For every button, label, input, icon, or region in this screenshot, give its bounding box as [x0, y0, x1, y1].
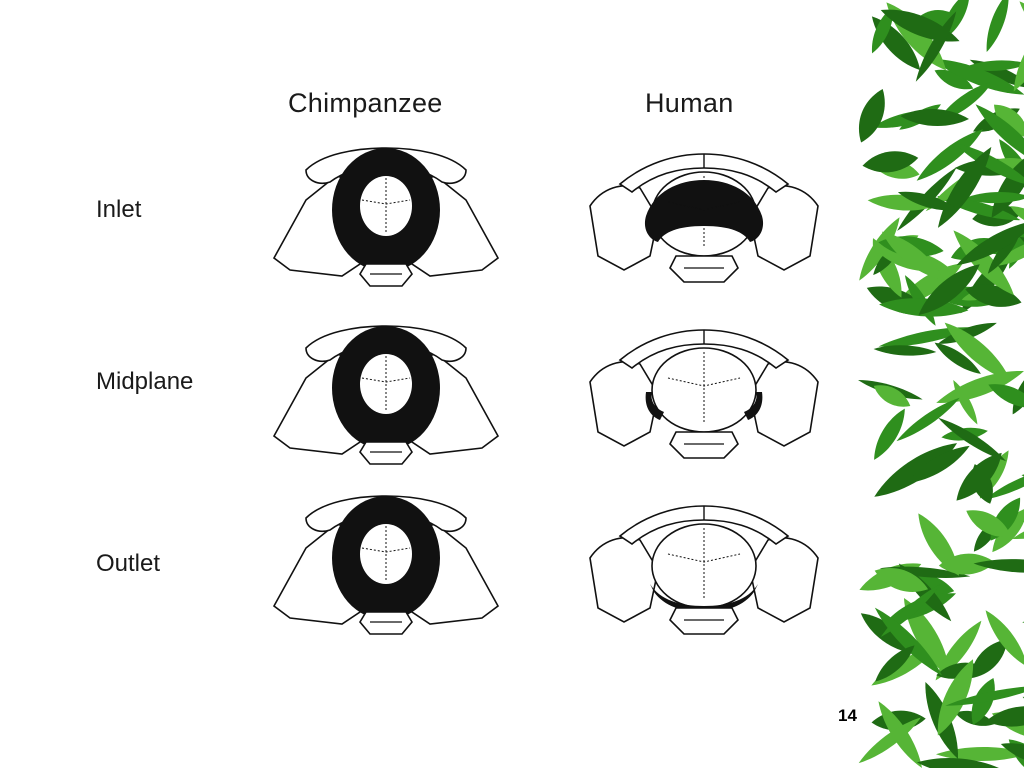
bamboo-leaf — [874, 568, 929, 592]
bamboo-leaf — [916, 757, 1006, 768]
human-outlet-figure — [589, 505, 819, 635]
bamboo-leaf — [985, 610, 1024, 667]
bamboo-leaves-decoration — [858, 0, 1024, 768]
bamboo-leaf — [993, 104, 1024, 137]
bamboo-leaf — [986, 706, 1024, 727]
bamboo-leaf — [966, 510, 1012, 538]
bamboo-leaf — [937, 659, 974, 736]
bamboo-leaf — [985, 468, 1024, 500]
bamboo-leaf — [916, 129, 983, 181]
bamboo-leaf — [897, 191, 958, 211]
bamboo-leaf — [918, 264, 980, 315]
bamboo-leaf — [963, 192, 1024, 204]
human-midplane-figure — [589, 329, 819, 459]
bamboo-leaf — [934, 69, 974, 90]
bamboo-leaf — [874, 607, 943, 676]
chimpanzee-pelvis-drawing — [272, 147, 500, 287]
human-pelvis-drawing — [589, 505, 819, 635]
bamboo-leaf — [992, 507, 1024, 553]
human-pelvis-drawing — [589, 153, 819, 283]
bamboo-leaf — [970, 639, 1008, 679]
row-label-inlet: Inlet — [96, 196, 142, 223]
bamboo-leaf — [874, 443, 958, 497]
bamboo-leaf — [938, 553, 996, 575]
bamboo-leaf — [875, 645, 915, 682]
bamboo-leaf — [872, 6, 894, 54]
bamboo-leaf — [915, 11, 957, 82]
bamboo-leaf — [858, 717, 921, 764]
bamboo-leaf — [988, 384, 1024, 408]
bamboo-leaf — [956, 452, 1002, 501]
row-label-outlet: Outlet — [96, 550, 161, 577]
chimpanzee-inlet-figure — [272, 147, 500, 287]
bamboo-leaf — [993, 237, 1024, 267]
chimpanzee-pelvis-drawing — [272, 495, 500, 635]
bamboo-leaf — [900, 109, 969, 127]
bamboo-leaf — [936, 371, 1024, 403]
bamboo-leaf — [938, 417, 1007, 462]
bamboo-leaf — [953, 230, 1014, 296]
bamboo-leaf — [1010, 206, 1024, 227]
bamboo-leaf — [986, 0, 1009, 53]
bamboo-leaf — [874, 408, 905, 460]
human-pelvis-drawing — [589, 329, 819, 459]
bamboo-leaf — [934, 342, 981, 374]
chimpanzee-midplane-figure — [272, 325, 500, 465]
bamboo-leaf — [873, 345, 937, 356]
human-inlet-figure — [589, 153, 819, 283]
chimpanzee-outlet-figure — [272, 495, 500, 635]
bamboo-leaf — [1019, 1, 1024, 44]
bamboo-leaf — [935, 620, 982, 681]
bamboo-leaf — [903, 597, 951, 678]
bamboo-leaf — [881, 231, 944, 281]
bamboo-leaf — [964, 60, 1024, 71]
bamboo-leaf — [1000, 743, 1024, 766]
bamboo-leaf — [954, 142, 1024, 187]
chimpanzee-pelvis-drawing — [272, 325, 500, 465]
bamboo-leaf — [932, 58, 1024, 95]
page-number: 14 — [838, 706, 857, 725]
bamboo-leaf — [862, 151, 919, 173]
bamboo-leaf — [975, 104, 1024, 166]
bamboo-leaf — [907, 445, 970, 484]
bamboo-leaf — [944, 322, 1011, 381]
bamboo-leaf — [945, 686, 1024, 706]
bamboo-leaf — [873, 385, 911, 407]
column-header-chimpanzee: Chimpanzee — [288, 88, 443, 118]
bamboo-leaf — [896, 397, 960, 442]
column-header-human: Human — [645, 88, 734, 118]
bamboo-leaf — [1022, 578, 1024, 623]
bamboo-leaf — [858, 89, 885, 143]
bamboo-leaf — [935, 747, 1024, 762]
bamboo-leaf — [1013, 18, 1024, 92]
row-label-midplane: Midplane — [96, 368, 194, 395]
bamboo-leaf — [965, 284, 1022, 307]
bamboo-leaf — [956, 220, 1024, 266]
bamboo-leaf — [973, 559, 1024, 573]
